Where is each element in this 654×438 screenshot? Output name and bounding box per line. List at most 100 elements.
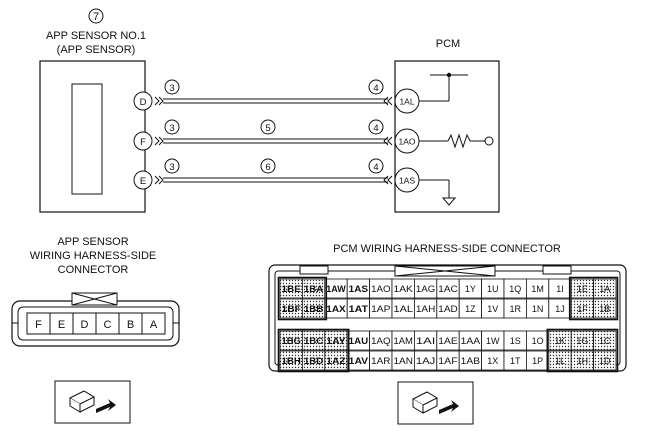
pcm-connector-pin-label: 1F	[577, 304, 588, 314]
pcm-connector-pin-label: 1H	[577, 356, 589, 366]
view-direction-icon	[54, 380, 131, 424]
pcm-connector-pin-label: 1AT	[349, 304, 369, 314]
pcm-connector-pin-label: 1B	[599, 304, 610, 314]
pcm-connector-pin-label: 1X	[487, 356, 498, 366]
pcm-connector-pin	[593, 278, 617, 299]
pcm-connector-pin-label: 1BD	[304, 356, 324, 366]
pcm-connector-pin	[593, 298, 617, 319]
pcm-connector-pin-label: 1V	[487, 304, 498, 314]
pcm-body	[394, 60, 500, 213]
pcm-connector-pin-label: 1BB	[304, 304, 324, 314]
pcm-connector-pin-label: 1BG	[282, 336, 301, 346]
wire-tag-left: 3	[169, 123, 174, 134]
pcm-connector-pin-label: 1K	[554, 336, 565, 346]
pcm-connector-pin-label: 1AO	[371, 284, 390, 294]
app-connector-pin-label: A	[150, 319, 158, 331]
pcm-connector-pin-label: 1P	[532, 356, 543, 366]
pcm-connector-pin-label: 1AN	[394, 356, 413, 366]
ground-symbol	[441, 197, 457, 206]
pcm-connector-pin-label: 1C	[599, 336, 611, 346]
pcm-connector-pin-label: 1AC	[438, 284, 458, 294]
pcm-connector-pin-label: 1W	[486, 336, 500, 346]
wire-tag-right: 4	[373, 162, 378, 173]
pcm-connector-pin-label: 1AY	[326, 336, 345, 346]
pcm-connector-pin-label: 1R	[509, 304, 521, 314]
pcm-connector-pin-label: 1AJ	[416, 356, 435, 366]
app-connector-pin-label: D	[81, 319, 89, 331]
pcm-connector-pin-label: 1I	[556, 284, 564, 294]
wire-d-1al: D 3 4 1AL	[133, 72, 468, 114]
wire-tag-left: 3	[169, 83, 174, 94]
pcm-connector-pin-label: 1O	[532, 336, 544, 346]
app-connector-title-3: CONNECTOR	[58, 264, 129, 276]
sensor-pin-f: F	[140, 137, 146, 148]
view-direction-icon	[397, 381, 474, 425]
pcm-connector-pin-label: 1AF	[438, 356, 458, 366]
pcm-pin-1al: 1AL	[399, 97, 414, 107]
pcm-connector-pin-label: 1N	[532, 304, 544, 314]
pcm-connector-pin-label: 1AX	[326, 304, 345, 314]
app-connector-pin-label: E	[58, 319, 65, 331]
wire-f-1ao: F 3 5 4 1AO	[133, 119, 494, 154]
pcm-connector-pin-label: 1M	[531, 284, 544, 294]
pcm-connector-pin-label: 1AR	[371, 356, 391, 366]
sensor-title: APP SENSOR NO.1	[46, 30, 146, 42]
pcm-connector-pin-label: 1E	[577, 284, 588, 294]
pcm-connector-pin-label: 1BF	[282, 304, 302, 314]
pcm-connector-pin	[593, 330, 617, 351]
pcm-pin-1ao: 1AO	[398, 137, 415, 147]
wire-tag-mid: 5	[265, 123, 270, 134]
resistor-symbol	[447, 133, 471, 149]
pcm-connector-pin-label: 1L	[555, 356, 565, 366]
pcm-connector-title: PCM WIRING HARNESS-SIDE CONNECTOR	[333, 243, 561, 255]
pcm-pin-1as: 1AS	[399, 176, 415, 186]
app-connector-title-2: WIRING HARNESS-SIDE	[30, 250, 157, 262]
pcm-connector-pin-label: 1AV	[349, 356, 368, 366]
pcm-connector-pin-label: 1AA	[461, 336, 480, 346]
sensor-ref-number: 7	[93, 11, 99, 23]
app-sensor-element	[71, 83, 103, 195]
pin-group-frame	[277, 328, 350, 373]
sensor-pin-e: E	[140, 176, 146, 187]
app-connector-title-1: APP SENSOR	[57, 236, 128, 248]
pcm-connector-pin-label: 1BE	[282, 284, 301, 294]
pcm-connector-pin	[593, 350, 617, 371]
pcm-connector-pin-label: 1AD	[438, 304, 458, 314]
pcm-connector-pin-label: 1AK	[394, 284, 413, 294]
pcm-connector-pin-label: 1AB	[461, 356, 480, 366]
pcm-connector-pin-label: 1AZ	[326, 356, 346, 366]
pcm-connector-pin-label: 1A	[599, 284, 610, 294]
pcm-connector-pin-label: 1S	[510, 336, 521, 346]
pcm-connector-pin-label: 1BA	[304, 284, 324, 294]
pcm-connector-pin-label: 1AP	[371, 304, 390, 314]
pcm-connector-pin-label: 1AI	[416, 336, 435, 346]
wire-e-1as: E 3 6 4 1AS	[133, 158, 457, 206]
app-connector-pin-label: F	[35, 319, 42, 331]
sensor-subtitle: (APP SENSOR)	[57, 44, 136, 56]
pcm-connector-pin-label: 1U	[487, 284, 499, 294]
pcm-connector-pin-label: 1Y	[465, 284, 476, 294]
pcm-connector-pin-label: 1D	[599, 356, 611, 366]
pcm-connector-pin-label: 1BC	[304, 336, 324, 346]
pcm-connector-pin-label: 1J	[555, 304, 565, 314]
pin-group-frame	[546, 328, 619, 373]
pcm-connector-pin-label: 1T	[510, 356, 521, 366]
pcm-connector-pin-label: 1BH	[282, 356, 301, 366]
pcm-connector-pin-label: 1Z	[465, 304, 476, 314]
pcm-connector-pin-label: 1AM	[394, 336, 413, 346]
app-connector-pin-label: B	[127, 319, 134, 331]
wire-tag-left: 3	[169, 162, 174, 173]
sensor-ref-marker: 7	[88, 8, 104, 24]
pcm-connector-pin-label: 1AH	[416, 304, 435, 314]
pcm-connector-pin-label: 1G	[576, 336, 588, 346]
app-connector-pin	[141, 312, 166, 335]
pcm-connector-pin-label: 1AL	[394, 304, 413, 314]
wire-tag-mid: 6	[265, 162, 270, 173]
pcm-connector-pin-label: 1Q	[509, 284, 521, 294]
pin-group-frame	[568, 276, 619, 321]
wire-tag-right: 4	[373, 83, 378, 94]
pcm-title: PCM	[436, 38, 460, 50]
